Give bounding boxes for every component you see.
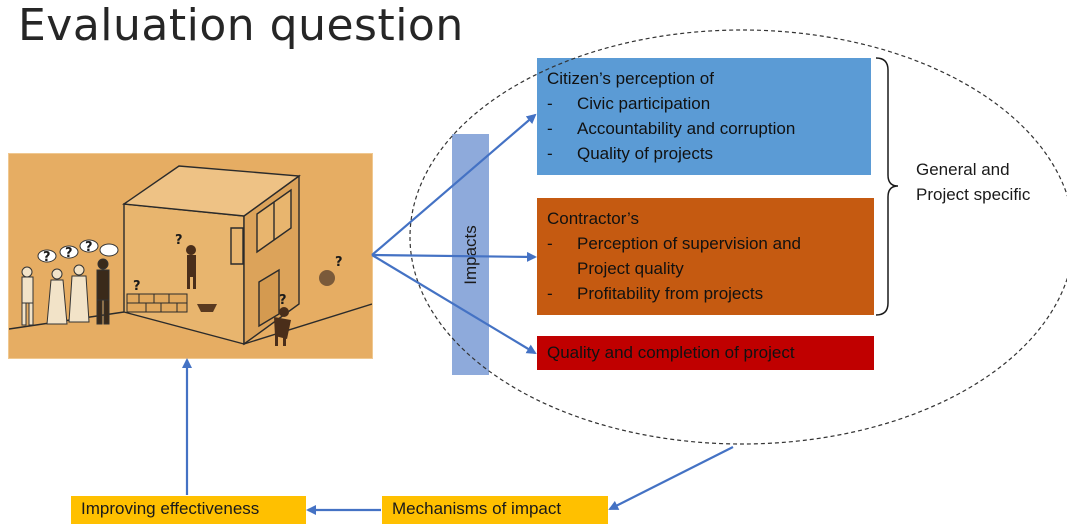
quality-completion-label: Quality and completion of project [547,343,795,362]
citizen-item: - Quality of projects [547,144,714,163]
contractor-box: Contractor’s - Perception of supervision… [537,198,874,315]
construction-scene-icon: ? ? ? ? ? ? ? [9,165,372,346]
svg-text:?: ? [335,255,343,270]
construction-illustration: ? ? ? ? ? ? ? [8,153,373,359]
quality-completion-box: Quality and completion of project [537,336,874,370]
arrow-to-mechanisms [608,446,734,510]
contractor-item: - Perception of supervision and [547,234,801,253]
citizen-item: - Accountability and corruption [547,119,796,138]
citizen-item: - Civic participation [547,94,711,113]
contractor-heading: Contractor’s [547,209,639,228]
improving-effectiveness-box: Improving effectiveness [71,496,306,524]
mechanisms-of-impact-label: Mechanisms of impact [392,499,562,518]
svg-text:?: ? [65,246,73,261]
svg-text:?: ? [279,293,287,308]
right-brace [875,57,899,316]
impacts-bar: Impacts [452,134,489,375]
contractor-item-continued: Project quality [577,259,684,278]
mechanisms-of-impact-box: Mechanisms of impact [382,496,608,524]
svg-text:?: ? [43,250,51,265]
improving-effectiveness-label: Improving effectiveness [81,499,260,518]
page-title: Evaluation question [18,0,464,51]
impacts-label: Impacts [460,224,480,285]
svg-text:?: ? [85,240,93,255]
svg-text:?: ? [133,279,141,294]
citizen-perception-box: Citizen’s perception of - Civic particip… [537,58,871,175]
bracket-label: General and Project specific [916,160,1031,204]
svg-text:?: ? [175,233,183,248]
contractor-item: - Profitability from projects [547,284,764,303]
citizen-heading: Citizen’s perception of [547,69,714,88]
